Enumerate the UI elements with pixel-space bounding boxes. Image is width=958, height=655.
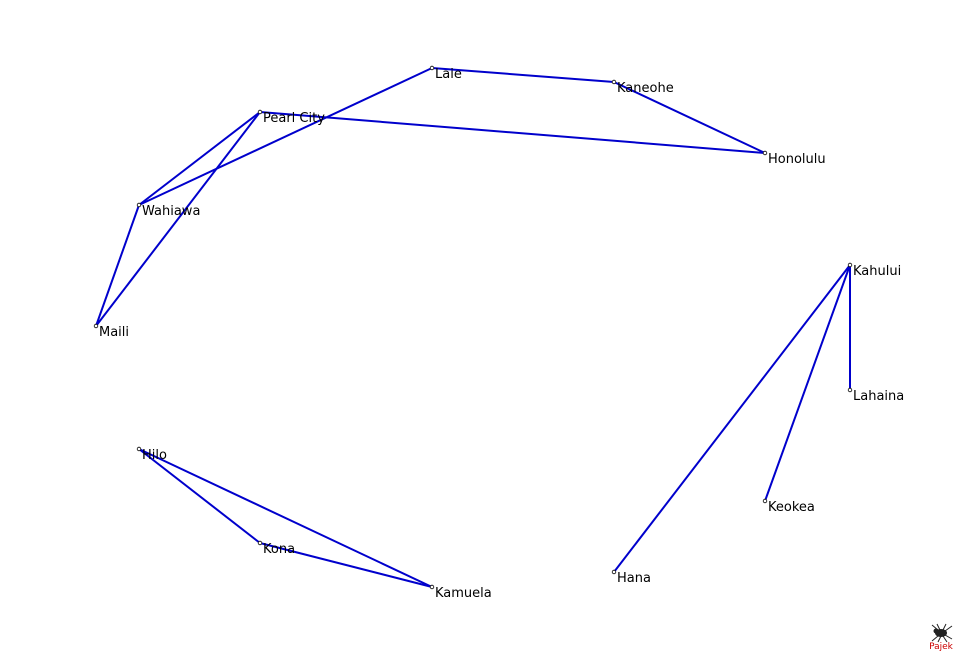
node-label-laie: Laie: [435, 67, 462, 82]
node-label-kona: Kona: [263, 542, 295, 557]
node-kahului: [847, 262, 853, 268]
node-honolulu: [762, 150, 768, 156]
node-label-lahaina: Lahaina: [853, 389, 904, 404]
edge-laie-wahiawa: [138, 67, 433, 206]
node-wahiawa: [136, 202, 142, 208]
node-lahaina: [847, 387, 853, 393]
node-laie: [429, 65, 435, 71]
edge-honolulu-pearl-city: [259, 111, 766, 154]
node-label-maili: Maili: [99, 325, 129, 340]
node-kona: [257, 540, 263, 546]
node-hana: [611, 569, 617, 575]
brand-label: Pajek: [929, 642, 954, 652]
edge-pearl-city-maili: [95, 111, 261, 327]
spider-icon: [931, 623, 953, 643]
nodes-layer: [93, 65, 853, 590]
node-label-hana: Hana: [617, 571, 651, 586]
node-label-wahiawa: Wahiawa: [142, 204, 200, 219]
edge-hilo-kona: [138, 448, 261, 544]
edge-wahiawa-maili: [95, 204, 140, 327]
edges-layer: [95, 67, 851, 588]
node-hilo: [136, 446, 142, 452]
node-label-honolulu: Honolulu: [768, 152, 826, 167]
node-maili: [93, 323, 99, 329]
node-label-kaneohe: Kaneohe: [617, 81, 674, 96]
edge-kaneohe-honolulu: [613, 81, 766, 154]
node-label-pearl-city: Pearl City: [263, 111, 325, 126]
node-label-kahului: Kahului: [853, 264, 901, 279]
node-label-kamuela: Kamuela: [435, 586, 492, 601]
node-kamuela: [429, 584, 435, 590]
edge-kona-kamuela: [259, 542, 433, 588]
edge-laie-kaneohe: [431, 67, 615, 83]
edge-kahului-hana: [613, 264, 851, 573]
node-pearl-city: [257, 109, 263, 115]
node-label-hilo: Hilo: [142, 448, 167, 463]
pajek-logo: Pajek: [929, 623, 954, 652]
node-kaneohe: [611, 79, 617, 85]
edge-hilo-kamuela: [138, 448, 433, 588]
node-keokea: [762, 498, 768, 504]
edge-pearl-city-wahiawa: [138, 111, 261, 206]
node-label-keokea: Keokea: [768, 500, 815, 515]
edge-kahului-keokea: [764, 264, 851, 502]
